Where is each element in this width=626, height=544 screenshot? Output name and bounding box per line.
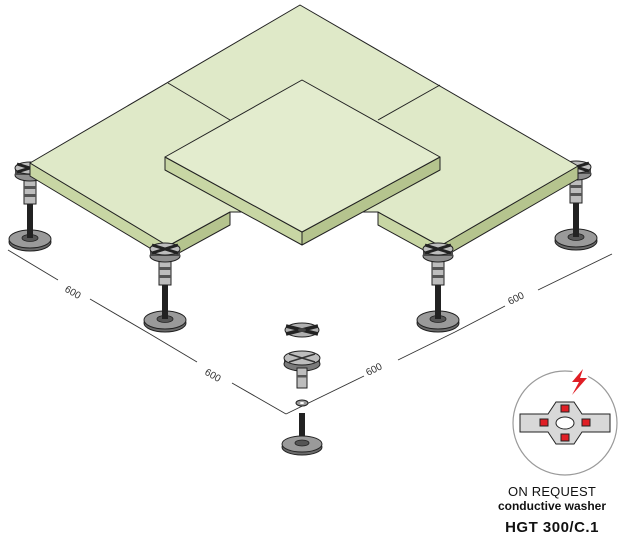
pedestal-front-right bbox=[415, 241, 461, 334]
lightning-icon bbox=[567, 369, 589, 395]
floor-tiles bbox=[29, 4, 579, 260]
threaded-base bbox=[281, 413, 323, 456]
dimension-lines bbox=[7, 249, 613, 415]
dimension-label-2: 600 bbox=[203, 367, 223, 385]
dimension-label-1: 600 bbox=[63, 284, 83, 302]
conductive-washer-icon bbox=[519, 401, 611, 445]
dimension-label-4: 600 bbox=[506, 290, 526, 308]
exploded-pedestal bbox=[281, 322, 323, 456]
conductive-washer-label: conductive washer bbox=[497, 499, 607, 513]
conductive-washer-callout bbox=[512, 369, 618, 476]
support-head bbox=[283, 350, 321, 389]
product-code-label: HGT 300/C.1 bbox=[505, 519, 599, 536]
washer bbox=[295, 399, 309, 407]
on-request-label: ON REQUEST bbox=[508, 484, 596, 499]
pedestal-front-left bbox=[142, 241, 188, 334]
dimension-label-3: 600 bbox=[364, 361, 384, 379]
tab-cross-head bbox=[284, 322, 320, 338]
